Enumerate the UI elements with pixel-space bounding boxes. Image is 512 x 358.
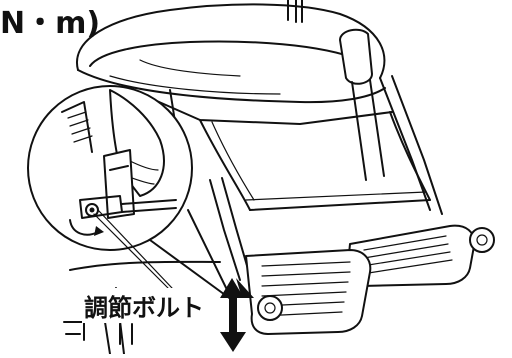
- detail-callout: [27, 85, 233, 301]
- footplate-right: [346, 224, 495, 287]
- up-down-arrow-icon: [220, 278, 254, 352]
- top-partial-label: N・m): [0, 6, 101, 41]
- armrest-right: [339, 28, 443, 215]
- bolt-leader-line: [93, 209, 173, 289]
- seat-cushion: [75, 3, 386, 104]
- adjustment-bolt-label: 調節ボルト: [82, 288, 208, 323]
- back-post: [287, 0, 303, 23]
- seat-frame: [149, 89, 431, 211]
- footplate-left: [245, 249, 372, 335]
